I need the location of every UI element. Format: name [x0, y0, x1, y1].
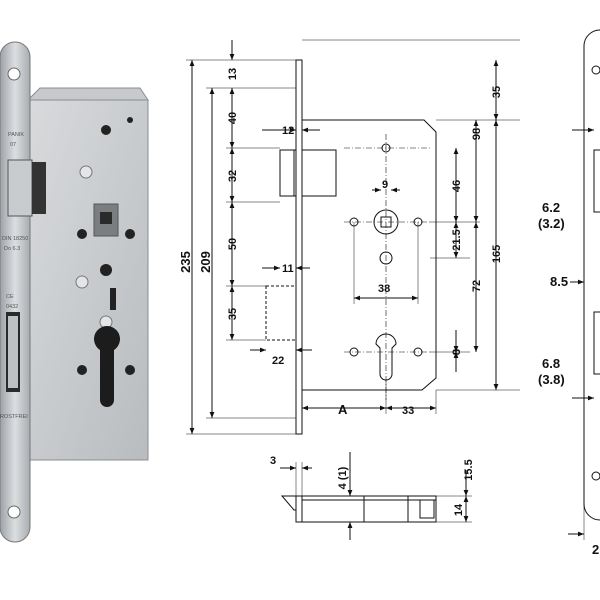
strike-latch-opening [593, 149, 600, 213]
strike-dim-3-2: (3.2) [538, 216, 565, 231]
drawing-faceplate [295, 59, 303, 435]
dim-72: 72 [471, 280, 483, 292]
stamp-6: ROSTFREI [0, 414, 28, 420]
dim-46: 46 [451, 180, 463, 192]
tech-drawing [186, 39, 520, 540]
stamp-4: CE [6, 294, 14, 300]
dim-165: 165 [491, 245, 503, 263]
dim-98: 98 [471, 128, 483, 140]
stamp-3: Do 6.3 [4, 246, 20, 252]
drawing-latch [279, 149, 297, 197]
dim-209: 209 [198, 251, 213, 273]
screw-head [79, 165, 93, 179]
strike-screw [591, 471, 600, 481]
screw-hole [125, 365, 135, 375]
screw-head [75, 275, 89, 289]
dim-12: 12 [282, 125, 294, 137]
follower [93, 203, 119, 237]
drawing-profile-tab [419, 499, 435, 519]
drawing-profile-deadbolt [363, 495, 409, 523]
drawing-latch-body [301, 149, 337, 197]
dim-14: 14 [453, 503, 465, 516]
strike-dim-8-5: 8.5 [550, 274, 568, 289]
drawing-body [301, 119, 437, 391]
dim-32: 32 [227, 170, 239, 182]
faceplate-screw-top [7, 67, 21, 81]
strike-dim-6-2: 6.2 [542, 200, 560, 215]
latch-recess [32, 162, 46, 214]
dim-11: 11 [282, 263, 294, 275]
drawing-profile-plate [295, 495, 303, 523]
strike-screw [591, 65, 600, 75]
dim-15-5: 15.5 [463, 459, 475, 480]
dim-35-left: 35 [227, 308, 239, 320]
drawing-profile-latch [280, 495, 297, 511]
stamp-2: DIN 18250 [2, 236, 28, 242]
follower-square [100, 212, 112, 224]
latch-bolt [7, 159, 33, 217]
dim-backset-a: A [338, 402, 348, 417]
drawing-cylinder [375, 333, 397, 381]
dim-22: 22 [272, 355, 284, 367]
faceplate-screw-bottom [7, 505, 21, 519]
dim-21-5: 21.5 [451, 229, 463, 250]
strike-plate [568, 29, 600, 540]
strike-outline [583, 29, 600, 521]
deadbolt-inner [8, 316, 18, 388]
dim-38: 38 [378, 283, 390, 295]
dim-4-1: 4 (1) [337, 466, 349, 489]
screw-hole [101, 125, 111, 135]
dim-3: 3 [270, 455, 276, 467]
stamp-0: PANIK [8, 132, 24, 138]
screw-hole [125, 229, 135, 239]
lock-faceplate [0, 41, 31, 543]
screw-hole [77, 365, 87, 375]
dim-13: 13 [227, 68, 239, 80]
screw-hole [100, 264, 112, 276]
dim-50: 50 [227, 238, 239, 250]
drawing-labels: 235 209 13 40 32 50 35 12 11 22 9 38 35 … [178, 68, 503, 516]
strike-labels: 6.2 (3.2) 8.5 6.8 (3.8) 2 [538, 200, 599, 557]
lock-photo: PANIK 07 DIN 18250 Do 6.3 CE 0432 ROSTFR… [0, 41, 149, 543]
dim-9: 9 [382, 179, 388, 191]
dim-40: 40 [227, 112, 239, 124]
stamp-1: 07 [10, 142, 16, 148]
cylinder-cutout-photo [94, 326, 120, 407]
dim-overall-height: 235 [178, 251, 193, 273]
drawing-deadbolt [265, 285, 297, 341]
strike-dim-6-8: 6.8 [542, 356, 560, 371]
corner-pin [127, 117, 133, 123]
dim-35-right: 35 [491, 86, 503, 98]
slot [110, 288, 116, 310]
dim-8: 8 [451, 349, 463, 355]
stamp-5: 0432 [6, 304, 18, 310]
strike-dim-2: 2 [592, 542, 599, 557]
screw-hole [77, 229, 87, 239]
strike-deadbolt-opening [593, 311, 600, 375]
strike-dim-3-8: (3.8) [538, 372, 565, 387]
dim-33: 33 [402, 405, 414, 417]
lock-body-top [26, 87, 149, 101]
